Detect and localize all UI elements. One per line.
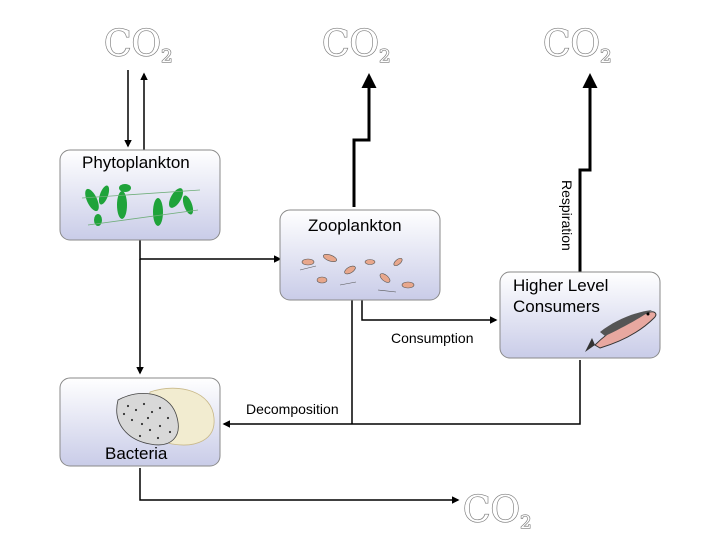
decomposition-arrow <box>222 360 581 428</box>
bacteria-node: Bacteria <box>59 377 221 467</box>
zooplankton-respiration-arrow <box>352 73 377 207</box>
respiration-label: Respiration <box>559 180 575 251</box>
consumption-arrow <box>361 300 498 324</box>
higher-level-consumers-node: Higher Level Consumers <box>499 271 661 359</box>
higher-level-respiration-arrow <box>578 73 598 272</box>
zooplankton-label: Zooplankton <box>308 216 402 235</box>
co2-label-bottom: CO2 <box>462 489 532 533</box>
zooplankton-icon <box>299 254 415 293</box>
svg-text:CO2: CO2 <box>543 24 612 67</box>
phytoplankton-label: Phytoplankton <box>82 153 190 172</box>
bacteria-respiration-arrow <box>139 468 460 504</box>
higher-level-label-line2: Consumers <box>513 297 600 316</box>
svg-text:CO2: CO2 <box>322 24 391 67</box>
fish-icon <box>585 310 657 352</box>
co2-label-top-right: CO2 <box>542 23 612 67</box>
zooplankton-node: Zooplankton <box>279 209 441 301</box>
co2-label-top-middle: CO2 <box>321 23 391 67</box>
higher-level-label-line1: Higher Level <box>513 276 608 295</box>
svg-text:CO2: CO2 <box>463 490 532 533</box>
bacteria-icon <box>116 387 215 446</box>
phytoplankton-node: Phytoplankton <box>59 149 221 241</box>
consumption-label: Consumption <box>391 330 474 346</box>
decomposition-label: Decomposition <box>246 401 339 417</box>
bacteria-label: Bacteria <box>105 444 168 463</box>
co2-label-top-left: CO2 <box>103 23 173 67</box>
svg-text:CO2: CO2 <box>104 24 173 67</box>
algae-icon <box>81 184 201 226</box>
phytoplankton-to-zooplankton-arrow <box>139 240 282 263</box>
